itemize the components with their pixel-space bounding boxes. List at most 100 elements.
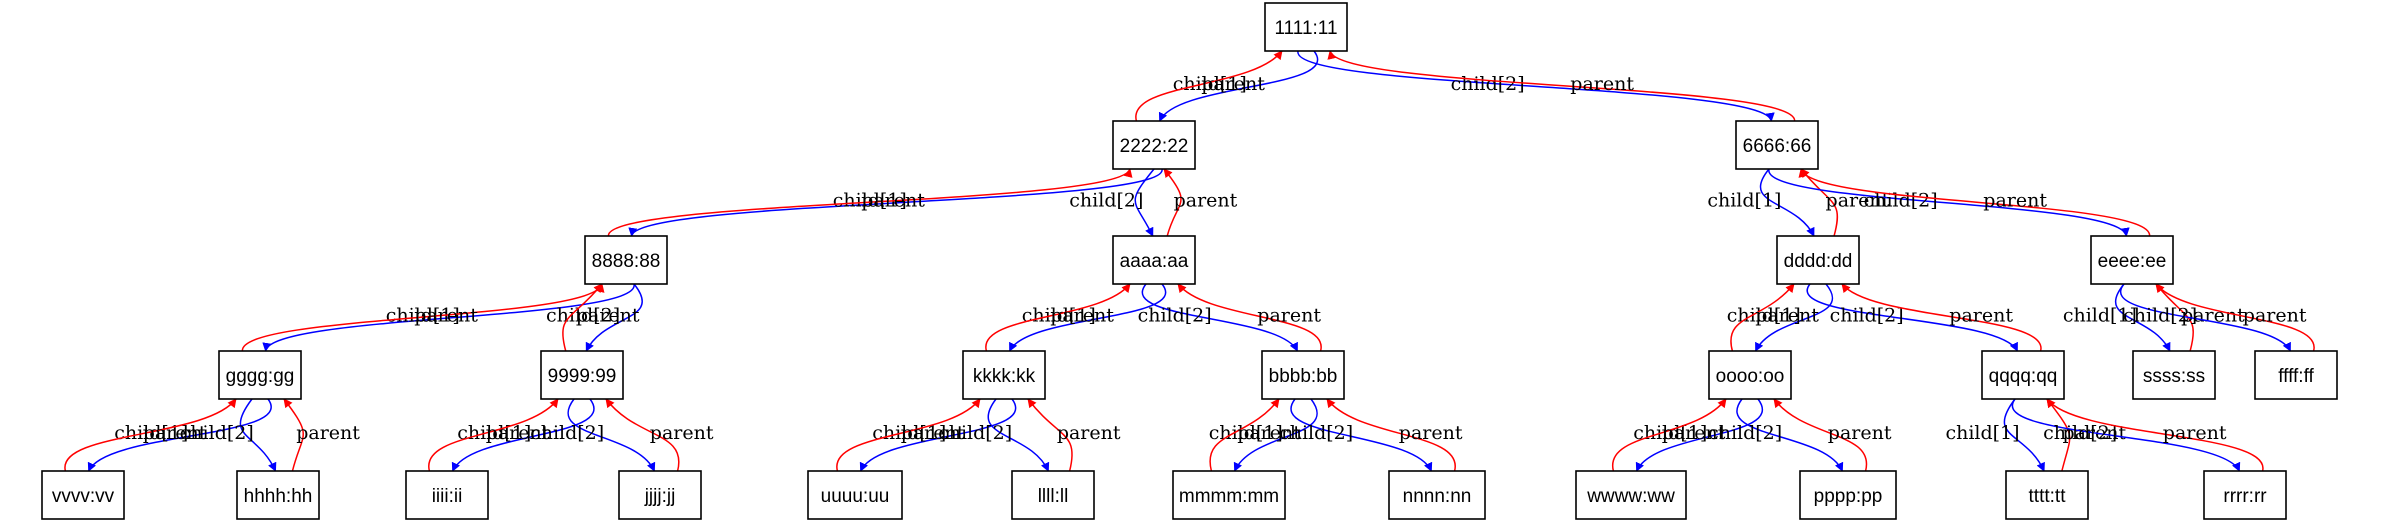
tree-node-dddd: dddd:dd (1776, 235, 1860, 285)
edge-label-parent: parent (901, 422, 965, 444)
node-box (236, 470, 320, 520)
node-label: qqqq:qq (1989, 366, 2058, 387)
edge-child-qqqq-to-tttt (2003, 398, 2045, 472)
node-label: uuuu:uu (821, 486, 890, 507)
edge-parent-llll-to-kkkk (1027, 398, 1073, 472)
edge-child-dddd-to-oooo (1754, 283, 1834, 352)
node-box (962, 350, 1046, 400)
tree-node-iiii: iiii:ii (405, 470, 489, 520)
edge-child-qqqq-to-rrrr (2011, 398, 2241, 472)
node-box (1011, 470, 1095, 520)
node-label: mmmm:mm (1179, 486, 1279, 507)
tree-node-pppp: pppp:pp (1799, 470, 1897, 520)
tree-node-vvvv: vvvv:vv (41, 470, 125, 520)
node-box (1799, 470, 1897, 520)
node-label: 6666:66 (1743, 136, 1812, 157)
edge-label-child: child[2] (1864, 190, 1938, 212)
node-box (1776, 235, 1860, 285)
edge-label-child: child[1] (2063, 305, 2137, 327)
edge-parent-rrrr-to-qqqq (2046, 398, 2264, 472)
node-label: 1111:11 (1274, 18, 1337, 39)
tree-node-rrrr: rrrr:rr (2203, 470, 2287, 520)
node-box (1261, 350, 1345, 400)
edge-label-parent: parent (296, 422, 360, 444)
edge-parent-oooo-to-dddd (1730, 283, 1795, 352)
tree-node-aaaa: aaaa:aa (1112, 235, 1196, 285)
edge-child-bbbb-to-nnnn (1290, 398, 1433, 472)
edge-label-parent: parent (1570, 73, 1634, 95)
node-box (584, 235, 668, 285)
edge-label-child: child[1] (1707, 190, 1781, 212)
edge-child-9999-to-iiii (451, 398, 595, 472)
tree-node-8888: 8888:88 (584, 235, 668, 285)
edge-label-parent: parent (1201, 73, 1265, 95)
edge-child-9999-to-jjjj (567, 398, 656, 472)
edge-child-dddd-to-qqqq (1806, 283, 2019, 352)
edge-child-oooo-to-wwww (1635, 398, 1763, 472)
edge-parent-nnnn-to-bbbb (1326, 398, 1456, 472)
node-label: llll:ll (1038, 486, 1069, 507)
edge-label-child: child[2] (1451, 73, 1525, 95)
edge-child-8888-to-gggg (262, 283, 635, 352)
node-label: iiii:ii (432, 486, 463, 507)
node-box (1112, 235, 1196, 285)
node-label: rrrr:rr (2223, 486, 2267, 507)
edge-child-6666-to-eeee (1768, 168, 2130, 237)
edge-label-parent: parent (143, 422, 207, 444)
node-label: dddd:dd (1784, 251, 1853, 272)
edge-label-parent: parent (2243, 305, 2307, 327)
edge-label-parent: parent (1983, 190, 2047, 212)
node-box (618, 470, 702, 520)
edge-label-child: child[1] (833, 190, 907, 212)
edge-child-2222-to-aaaa (1134, 168, 1155, 237)
tree-node-9999: 9999:99 (540, 350, 624, 400)
node-label: 9999:99 (548, 366, 617, 387)
edge-parent-aaaa-to-2222 (1163, 168, 1182, 237)
node-label: hhhh:hh (244, 486, 313, 507)
edge-label-child: child[2] (1708, 422, 1782, 444)
edge-parent-qqqq-to-dddd (1841, 283, 2042, 352)
node-label: gggg:gg (226, 366, 295, 387)
node-box (1112, 120, 1196, 170)
tree-node-kkkk: kkkk:kk (962, 350, 1046, 400)
node-label: bbbb:bb (1269, 366, 1338, 387)
tree-node-ffff: ffff:ff (2254, 350, 2338, 400)
edge-label-child: child[2] (1279, 422, 1353, 444)
node-box (41, 470, 125, 520)
edge-label-child: child[1] (872, 422, 946, 444)
edge-label-child: child[2] (1138, 305, 1212, 327)
node-label: eeee:ee (2098, 251, 2167, 272)
edge-label-child: child[2] (530, 422, 604, 444)
edge-label-child: child[2] (2123, 305, 2197, 327)
tree-node-mmmm: mmmm:mm (1172, 470, 1286, 520)
edge-child-2222-to-8888 (628, 168, 1163, 237)
tree-node-uuuu: uuuu:uu (807, 470, 903, 520)
node-label: nnnn:nn (1403, 486, 1472, 507)
edge-label-parent: parent (1662, 422, 1726, 444)
node-label: 2222:22 (1120, 136, 1189, 157)
edge-label-parent: parent (1755, 305, 1819, 327)
edge-child-bbbb-to-mmmm (1233, 398, 1318, 472)
node-label: 8888:88 (592, 251, 661, 272)
tree-node-bbbb: bbbb:bb (1261, 350, 1345, 400)
node-box (2203, 470, 2287, 520)
nodes-layer: 1111:11 2222:22 6666:66 8888:88 aaaa:aa dddd:… (41, 2, 2338, 520)
node-box (1172, 470, 1286, 520)
edge-label-child: child[1] (1173, 73, 1247, 95)
node-label: kkkk:kk (973, 366, 1036, 387)
tree-node-eeee: eeee:ee (2090, 235, 2174, 285)
edge-label-child: child[2] (1830, 305, 1904, 327)
edge-label-parent: parent (1828, 422, 1892, 444)
node-box (1575, 470, 1687, 520)
edge-child-aaaa-to-bbbb (1141, 283, 1299, 352)
edge-label-parent: parent (414, 305, 478, 327)
edge-parent-hhhh-to-gggg (283, 398, 304, 472)
edge-parent-gggg-to-8888 (241, 283, 605, 352)
tree-node-1111: 1111:11 (1264, 2, 1348, 52)
node-box (2090, 235, 2174, 285)
edge-label-child: child[2] (546, 305, 620, 327)
edge-child-kkkk-to-llll (987, 398, 1050, 472)
edge-label-parent: parent (1949, 305, 2013, 327)
edge-label-child: child[1] (1727, 305, 1801, 327)
tree-node-tttt: tttt:tt (2005, 470, 2089, 520)
